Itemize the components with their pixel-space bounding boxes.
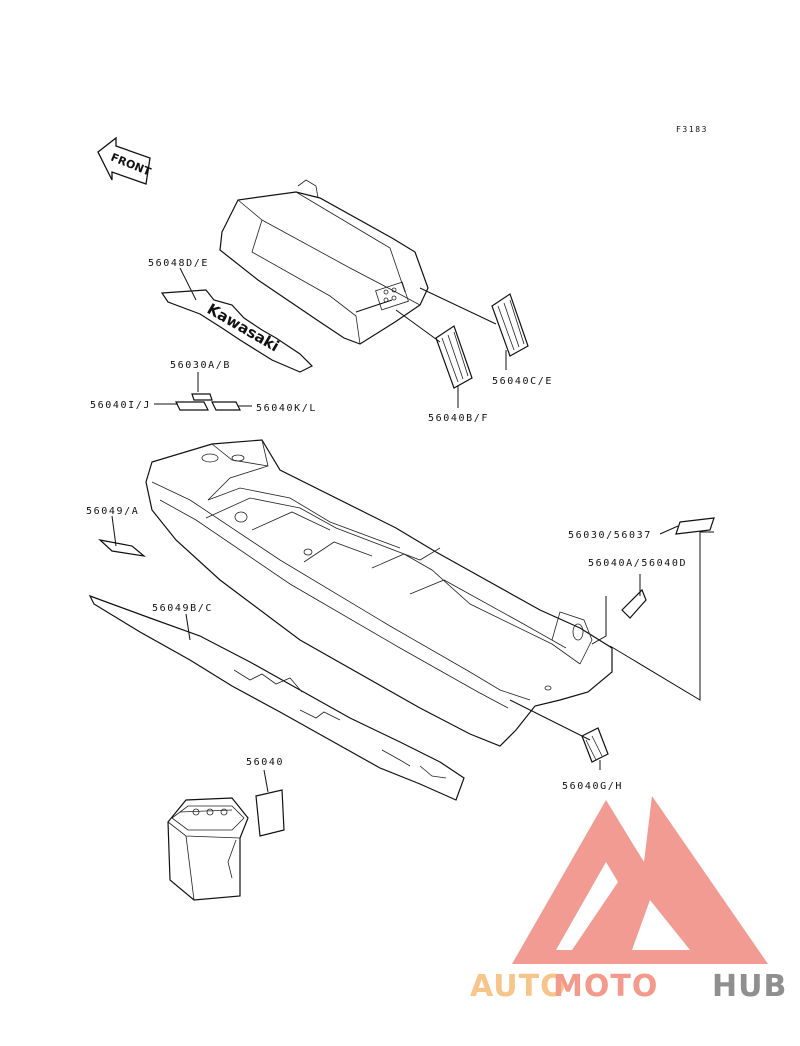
- leader-lines: [111, 267, 714, 793]
- front-arrow-icon: FRONT: [97, 136, 153, 185]
- mat-pad-right: [491, 293, 529, 357]
- logo-text-auto: AUTO: [470, 969, 567, 1004]
- label-56030a-b: 56030A/B: [170, 360, 231, 371]
- logo-text-hub: HUB: [712, 969, 787, 1004]
- label-56040a-56040d: 56040A/56040D: [588, 558, 687, 569]
- label-56040: 56040: [246, 757, 284, 768]
- label-56040k-l: 56040K/L: [256, 403, 317, 414]
- decal-brand-text: Kawasaki: [204, 300, 282, 356]
- decal-56040gh-part: [581, 727, 609, 763]
- battery-part: [167, 797, 249, 901]
- label-56048d-e: 56048D/E: [148, 258, 209, 269]
- mat-pad-left: [435, 325, 473, 389]
- small-decals: [175, 393, 241, 411]
- label-56049b-c: 56049B/C: [152, 603, 213, 614]
- label-56040i-j: 56040I/J: [90, 400, 151, 411]
- battery-label-part: [255, 789, 285, 837]
- decal-56049a-part: [98, 539, 147, 557]
- side-stripe-decal-part: [88, 594, 465, 801]
- label-56040b-f: 56040B/F: [428, 413, 489, 424]
- label-56040g-h: 56040G/H: [562, 781, 623, 792]
- seat-cover-part: [219, 179, 429, 345]
- figure-id: F3183: [676, 125, 708, 134]
- label-56040c-e: 56040C/E: [492, 376, 553, 387]
- automotohub-logo: AUTO MOTO HUB: [470, 796, 787, 1004]
- decal-56030-part: [675, 517, 715, 535]
- label-56030-56037: 56030/56037: [568, 530, 652, 541]
- decal-56040a-part: [621, 588, 647, 619]
- hull-part: [145, 439, 613, 747]
- logo-text-moto: MOTO: [553, 969, 658, 1004]
- label-56049-a: 56049/A: [86, 506, 139, 517]
